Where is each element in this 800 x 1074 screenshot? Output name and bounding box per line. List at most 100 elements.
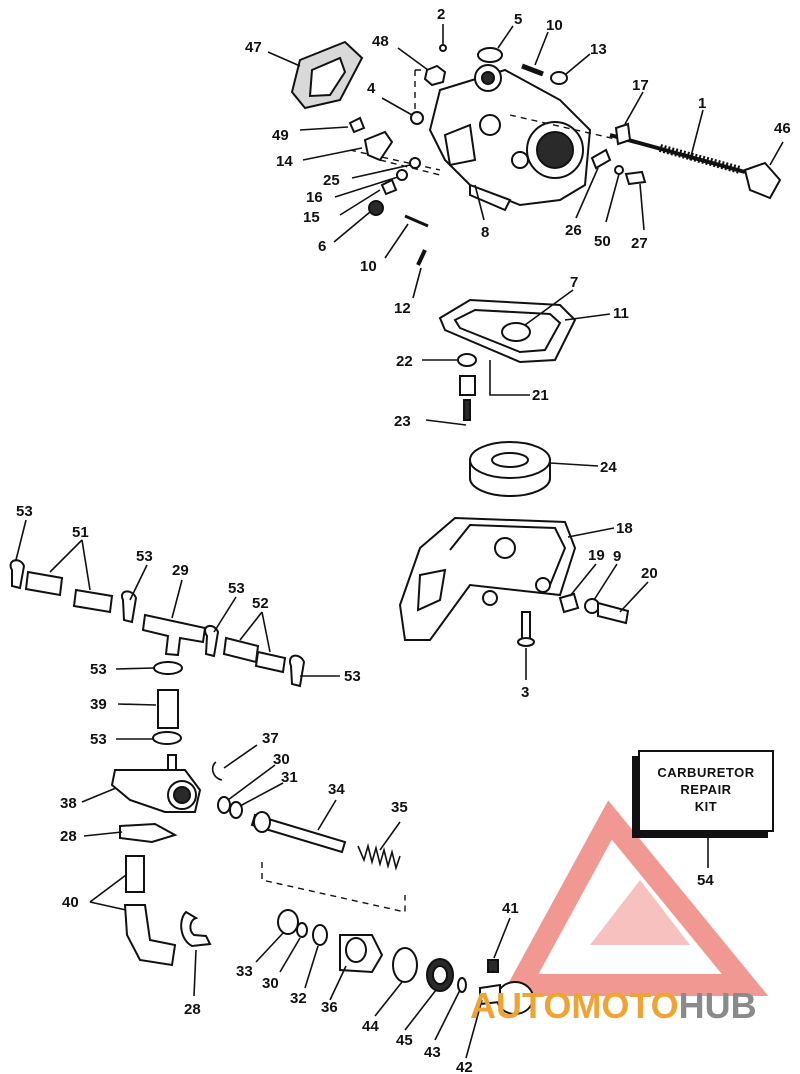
clamp-53-b: [120, 590, 138, 624]
callout-30-b: 30: [262, 975, 279, 992]
clamp-53-c: [204, 624, 220, 658]
callout-28-a: 28: [60, 828, 77, 845]
callout-25: 25: [323, 172, 340, 189]
callout-50: 50: [594, 233, 611, 250]
callout-53-a: 53: [16, 503, 33, 520]
clamp-53-a: [9, 559, 26, 590]
pin-2: [439, 44, 447, 52]
screw-49: [348, 116, 366, 134]
callout-32: 32: [290, 990, 307, 1007]
float-bowl-18: [398, 516, 577, 641]
callout-43: 43: [424, 1044, 441, 1061]
callout-53-f: 53: [90, 731, 107, 748]
callout-49: 49: [272, 127, 289, 144]
pin-10-top: [521, 63, 544, 77]
hose-51-a: [24, 570, 64, 597]
pin-10-lower: [404, 214, 429, 228]
callout-46: 46: [774, 120, 791, 137]
ring-44: [392, 947, 418, 983]
hose-52-a: [222, 636, 260, 664]
callout-12: 12: [394, 300, 411, 317]
primer-body-38: [110, 754, 202, 813]
callout-47: 47: [245, 39, 262, 56]
gasket-47: [290, 40, 364, 110]
needle-1: [609, 133, 746, 174]
callout-26: 26: [565, 222, 582, 239]
callout-35: 35: [391, 799, 408, 816]
callout-29: 29: [172, 562, 189, 579]
screw-20: [597, 601, 630, 625]
callout-37: 37: [262, 730, 279, 747]
callout-19: 19: [588, 547, 605, 564]
kit-line-1: CARBURETOR: [657, 765, 755, 780]
clamp-53-f: [152, 731, 182, 745]
nut-45: [426, 958, 454, 992]
callout-41: 41: [502, 900, 519, 917]
washer-50: [614, 165, 624, 175]
callout-53-e: 53: [90, 661, 107, 678]
knob-42: [479, 981, 534, 1015]
callout-53-b: 53: [136, 548, 153, 565]
callout-27: 27: [631, 235, 648, 252]
o-ring-30: [217, 796, 231, 814]
callout-22: 22: [396, 353, 413, 370]
callout-53-c: 53: [228, 580, 245, 597]
clip-26: [590, 148, 612, 170]
hose-52-b: [254, 650, 287, 674]
callout-17: 17: [632, 77, 649, 94]
needle-valve-21: [459, 375, 476, 396]
repair-kit-label: CARBURETOR REPAIR KIT: [640, 764, 772, 815]
tee-29: [141, 613, 207, 657]
callout-40: 40: [62, 894, 79, 911]
callout-54: 54: [697, 872, 714, 889]
callout-34: 34: [328, 781, 345, 798]
ball-4: [410, 111, 424, 125]
clamp-28-b: [180, 910, 212, 948]
callout-30: 30: [273, 751, 290, 768]
clamp-53-e: [153, 661, 183, 675]
watermark-part-2: HUB: [678, 985, 757, 1026]
plug-5: [477, 47, 503, 63]
washer-25: [409, 157, 421, 169]
callout-42: 42: [456, 1059, 473, 1074]
callout-13: 13: [590, 41, 607, 58]
callout-45: 45: [396, 1032, 413, 1049]
housing-36: [339, 934, 384, 974]
nut-6: [368, 200, 384, 216]
washer-13: [550, 71, 568, 85]
hose-40-b: [123, 904, 177, 967]
watermark-part-1: AUTOMOTO: [470, 985, 679, 1026]
callout-5: 5: [514, 11, 522, 28]
callout-16: 16: [306, 189, 323, 206]
hose-40-a: [125, 855, 145, 893]
callout-numbers: 2 5 10 13 47 48 4 49 14 25 16 15 6 10 12…: [16, 6, 791, 1074]
spring-17: [614, 122, 632, 146]
pin-12: [416, 249, 427, 266]
screw-27: [624, 170, 647, 186]
plunger-34: [250, 811, 347, 854]
callout-53-d: 53: [344, 668, 361, 685]
watermark-text: AUTOMOTOHUB: [470, 985, 757, 1027]
callout-3: 3: [521, 684, 529, 701]
callout-10-lower: 10: [360, 258, 377, 275]
watermark-logo: [501, 800, 769, 996]
screw-3: [517, 611, 535, 647]
callout-38: 38: [60, 795, 77, 812]
callout-15: 15: [303, 209, 320, 226]
callout-18: 18: [616, 520, 633, 537]
callout-14: 14: [276, 153, 293, 170]
float-bowl-gasket-11: [438, 298, 577, 364]
carburetor-body: [428, 64, 592, 212]
callout-52: 52: [252, 595, 269, 612]
callout-36: 36: [321, 999, 338, 1016]
washer-9: [584, 598, 600, 614]
hose-39: [157, 689, 179, 729]
callout-2: 2: [437, 6, 445, 23]
callout-11: 11: [613, 305, 629, 322]
jet-19: [558, 592, 580, 614]
callout-10: 10: [546, 17, 563, 34]
o-ring-32: [312, 924, 328, 946]
knob-46: [743, 161, 782, 200]
kit-line-3: KIT: [694, 799, 718, 814]
